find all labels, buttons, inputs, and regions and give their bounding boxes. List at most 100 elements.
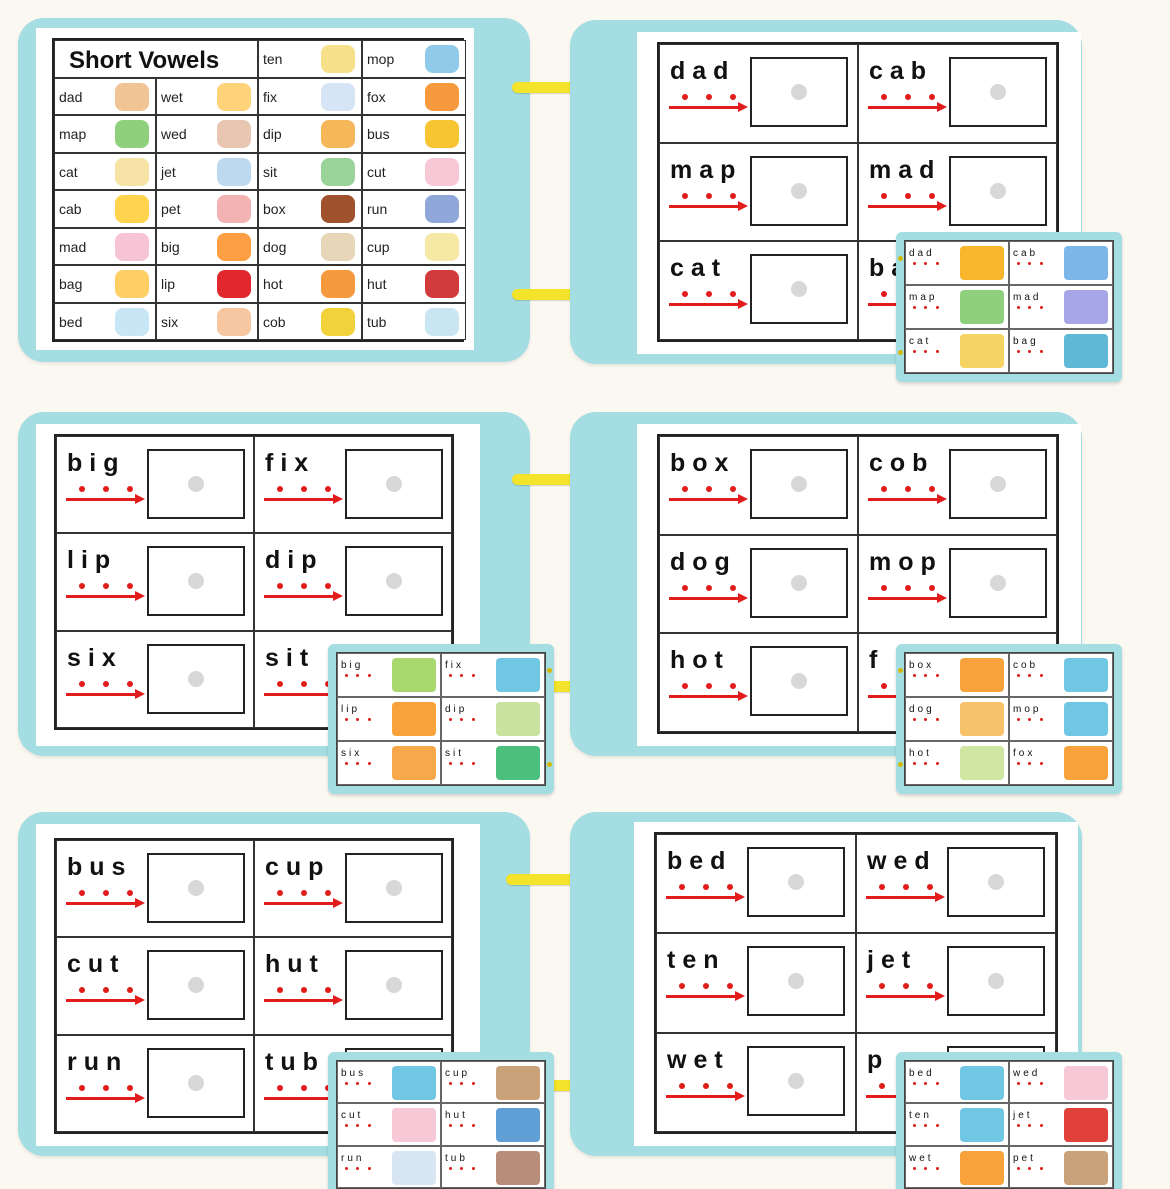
chart-word: jet — [161, 163, 176, 180]
picture-slot[interactable] — [949, 57, 1047, 127]
picture-slot[interactable] — [345, 853, 443, 923]
picture-card-stack-e[interactable]: bed wed ten jet wet pet — [896, 1052, 1122, 1189]
chart-word: fox — [367, 88, 386, 105]
picture-card[interactable]: fox — [1009, 741, 1113, 785]
bus-picture-icon — [392, 1066, 436, 1100]
six-picture-icon — [217, 307, 251, 336]
run-picture-icon — [392, 1150, 436, 1185]
picture-card[interactable]: dip — [441, 697, 545, 741]
picture-slot[interactable] — [949, 155, 1047, 226]
word-match-cell: dip — [254, 533, 452, 631]
match-word: box — [670, 449, 736, 477]
sound-dots — [70, 987, 142, 994]
blend-arrow-icon — [669, 592, 748, 603]
picture-slot[interactable] — [147, 1047, 245, 1118]
picture-slot[interactable] — [147, 643, 245, 714]
picture-card[interactable]: hot — [905, 741, 1009, 785]
match-word: mop — [869, 547, 943, 576]
picture-card[interactable]: big — [337, 653, 441, 697]
sound-dots — [670, 983, 742, 990]
picture-card[interactable]: cab — [1009, 241, 1113, 285]
picture-card[interactable]: run — [337, 1145, 441, 1188]
fox-picture-icon — [425, 82, 459, 111]
ring-hole — [898, 762, 903, 767]
picture-card[interactable]: box — [905, 653, 1009, 697]
picture-card[interactable]: wet — [905, 1145, 1009, 1188]
picture-card[interactable]: bus — [337, 1061, 441, 1104]
chart-word: box — [263, 201, 286, 217]
picture-card[interactable]: lip — [337, 697, 441, 741]
picture-card[interactable]: cat — [905, 329, 1009, 373]
picture-card[interactable]: hut — [441, 1103, 545, 1146]
picture-slot[interactable] — [747, 847, 845, 917]
sound-dots — [673, 192, 745, 199]
picture-card[interactable]: ten — [905, 1103, 1009, 1146]
picture-card[interactable]: map — [905, 285, 1009, 329]
picture-slot[interactable] — [747, 1045, 845, 1116]
sound-dots — [70, 583, 142, 590]
card-word: pet — [1013, 1152, 1036, 1164]
picture-slot[interactable] — [147, 950, 245, 1021]
picture-slot[interactable] — [747, 946, 845, 1017]
picture-card[interactable]: jet — [1009, 1103, 1113, 1146]
picture-card-stack-d[interactable]: bus cup cut hut run tub — [328, 1052, 554, 1189]
picture-card-stack-a[interactable]: dad cab map mad cat bag — [896, 232, 1122, 382]
wedding-picture-icon — [217, 120, 251, 149]
binder-ring — [512, 289, 600, 300]
card-word: bed — [909, 1068, 935, 1079]
chart-word: run — [367, 201, 388, 217]
picture-card-stack-c[interactable]: box cob dog mop hot fox — [896, 644, 1122, 794]
picture-slot[interactable] — [949, 547, 1047, 618]
picture-slot[interactable] — [750, 155, 848, 226]
picture-slot[interactable] — [345, 546, 443, 617]
picture-slot[interactable] — [147, 853, 245, 923]
picture-card[interactable]: cup — [441, 1061, 545, 1104]
card-word: jet — [1013, 1110, 1033, 1122]
chart-word-cell: fox — [362, 77, 466, 115]
match-word: dad — [670, 57, 736, 85]
picture-slot[interactable] — [750, 449, 848, 519]
match-word: cob — [869, 449, 935, 477]
picture-card[interactable]: sit — [441, 741, 545, 785]
picture-slot[interactable] — [345, 950, 443, 1021]
match-word: hut — [265, 950, 325, 979]
word-match-cell: mop — [858, 534, 1057, 634]
rain-picture-icon — [217, 83, 251, 111]
picture-card[interactable]: bag — [1009, 329, 1113, 373]
picture-slot[interactable] — [949, 449, 1047, 519]
picture-card-grid: big fix lip dip six sit — [336, 652, 546, 786]
card-word: run — [341, 1152, 365, 1164]
picture-slot[interactable] — [147, 449, 245, 519]
picture-slot[interactable] — [147, 546, 245, 617]
binder-ring — [512, 474, 600, 485]
picture-slot[interactable] — [947, 946, 1045, 1017]
picture-slot[interactable] — [345, 449, 443, 519]
picture-card[interactable]: wed — [1009, 1061, 1113, 1104]
chart-word: bed — [59, 313, 83, 330]
chart-word: mad — [59, 238, 87, 255]
picture-slot[interactable] — [750, 254, 848, 325]
word-match-cell: mad — [858, 142, 1057, 242]
picture-card[interactable]: cut — [337, 1103, 441, 1146]
picture-slot[interactable] — [750, 547, 848, 618]
picture-card[interactable]: dad — [905, 241, 1009, 285]
picture-card[interactable]: mop — [1009, 697, 1113, 741]
picture-slot[interactable] — [750, 646, 848, 717]
match-word: big — [67, 449, 126, 477]
picture-slot[interactable] — [947, 847, 1045, 917]
picture-slot[interactable] — [750, 57, 848, 127]
picture-card[interactable]: dog — [905, 697, 1009, 741]
picture-card[interactable]: mad — [1009, 285, 1113, 329]
word-match-cell: map — [659, 142, 858, 242]
hot-fire-picture-icon — [321, 270, 355, 298]
picture-card[interactable]: fix — [441, 653, 545, 697]
picture-card[interactable]: bed — [905, 1061, 1009, 1104]
picture-card[interactable]: six — [337, 741, 441, 785]
picture-card[interactable]: pet — [1009, 1145, 1113, 1188]
blend-arrow-icon — [66, 1092, 145, 1103]
word-match-cell: dog — [659, 534, 858, 634]
picture-card[interactable]: cob — [1009, 653, 1113, 697]
six-picture-icon — [392, 746, 436, 780]
picture-card-stack-b[interactable]: big fix lip dip six sit — [328, 644, 554, 794]
picture-card[interactable]: tub — [441, 1145, 545, 1188]
